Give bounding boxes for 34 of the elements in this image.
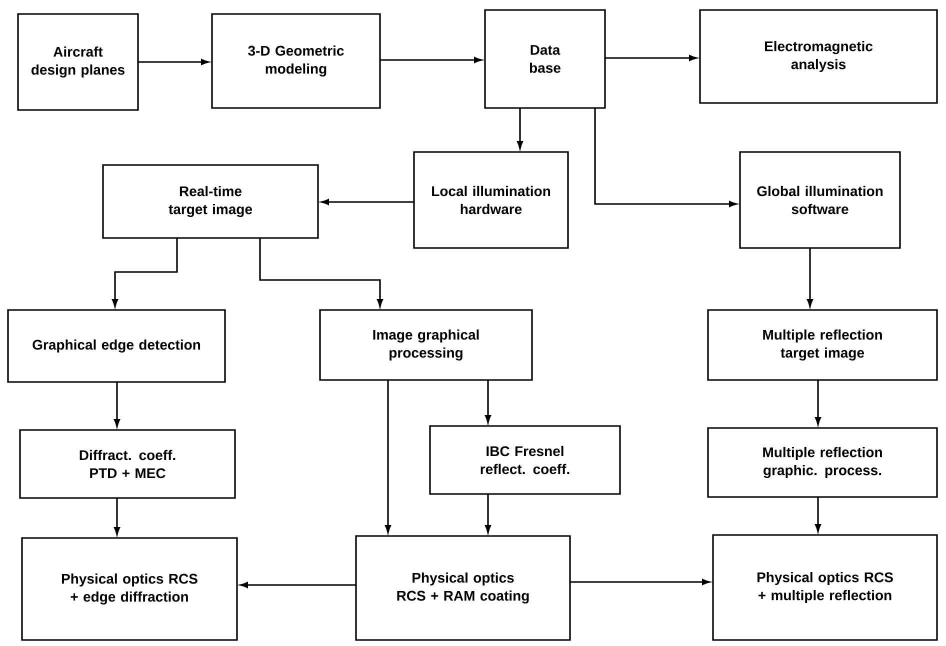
- process-box: Physical optics RCS + RAM coating: [355, 535, 571, 641]
- process-box: Electromagnetic analysis: [699, 9, 938, 104]
- process-box: Multiple reflection graphic. process.: [707, 427, 938, 498]
- process-box: Multiple reflection target image: [707, 309, 938, 381]
- arrow: [485, 380, 492, 423]
- arrow: [259, 238, 384, 307]
- arrow: [112, 238, 178, 307]
- arrow: [807, 248, 814, 307]
- arrow: [815, 380, 822, 425]
- process-box: Image graphical processing: [319, 309, 533, 381]
- arrow: [240, 582, 356, 588]
- process-box: Diffract. coeff. PTD + MEC: [19, 429, 236, 499]
- arrow: [138, 59, 209, 66]
- arrow: [114, 498, 120, 535]
- process-box: Physical optics RCS + edge diffraction: [21, 537, 238, 641]
- process-box: Real-time target image: [102, 164, 319, 239]
- arrow: [114, 382, 120, 427]
- arrow: [517, 108, 524, 149]
- arrow: [815, 497, 822, 532]
- process-box: Local illumination hardware: [413, 151, 569, 249]
- arrow: [485, 494, 492, 533]
- arrow: [594, 108, 737, 208]
- process-box: Data base: [484, 9, 606, 109]
- arrow: [380, 57, 482, 64]
- process-box: Graphical edge detection: [7, 309, 226, 383]
- process-box: Physical optics RCS + multiple reflection: [712, 534, 938, 641]
- process-box: Global illumination software: [739, 151, 901, 249]
- arrow: [385, 380, 392, 533]
- process-box: IBC Fresnel reflect. coeff.: [429, 425, 621, 495]
- process-box: 3-D Geometric modeling: [211, 13, 381, 109]
- arrow: [605, 55, 697, 62]
- arrow: [570, 579, 710, 586]
- arrow: [321, 198, 414, 206]
- process-box: Aircraft design planes: [17, 13, 139, 111]
